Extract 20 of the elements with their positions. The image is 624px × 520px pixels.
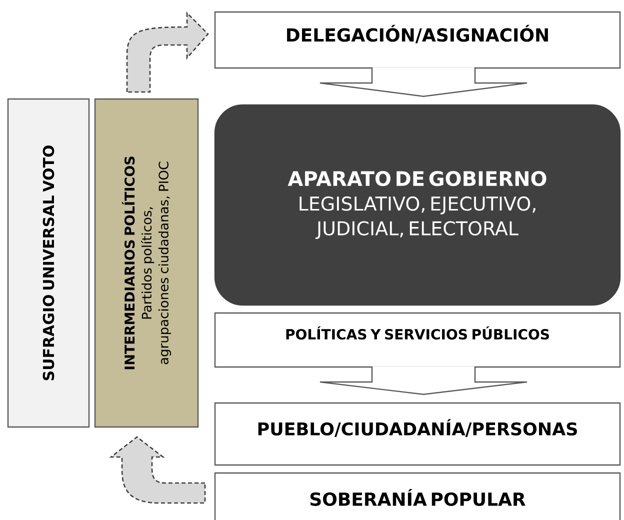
callout-arrow xyxy=(319,66,528,98)
node-label: Partidos políticos, agrupaciones ciudadanas, PIOC xyxy=(141,162,172,364)
process-box xyxy=(214,402,621,466)
node-label: POLÍTICAS Y SERVICIOS PÚBLICOS xyxy=(286,326,549,340)
curved-arrow xyxy=(126,12,209,93)
node-label: INTERMEDIARIOS POLÍTICOS xyxy=(122,156,135,370)
callout-arrow xyxy=(319,366,528,395)
node-label: SUFRAGIO UNIVERSAL VOTO xyxy=(42,146,54,380)
rounded-box xyxy=(214,104,621,306)
process-box xyxy=(214,472,621,520)
node-label: PUEBLO/CIUDADANÍA/PERSONAS xyxy=(258,419,577,437)
curved-arrow xyxy=(110,436,206,504)
node-label: SOBERANÍA POPULAR xyxy=(310,489,526,506)
process-box xyxy=(214,11,621,69)
vertical-box xyxy=(7,98,90,428)
node-label: LEGISLATIVO, EJECUTIVO, JUDICIAL, ELECTORAL xyxy=(300,196,536,240)
vertical-box xyxy=(94,98,199,428)
node-label: DELEGACIÓN/ASIGNACIÓN xyxy=(287,24,548,44)
node-label: APARATO DE GOBIERNO xyxy=(288,170,546,186)
process-box xyxy=(214,312,621,368)
